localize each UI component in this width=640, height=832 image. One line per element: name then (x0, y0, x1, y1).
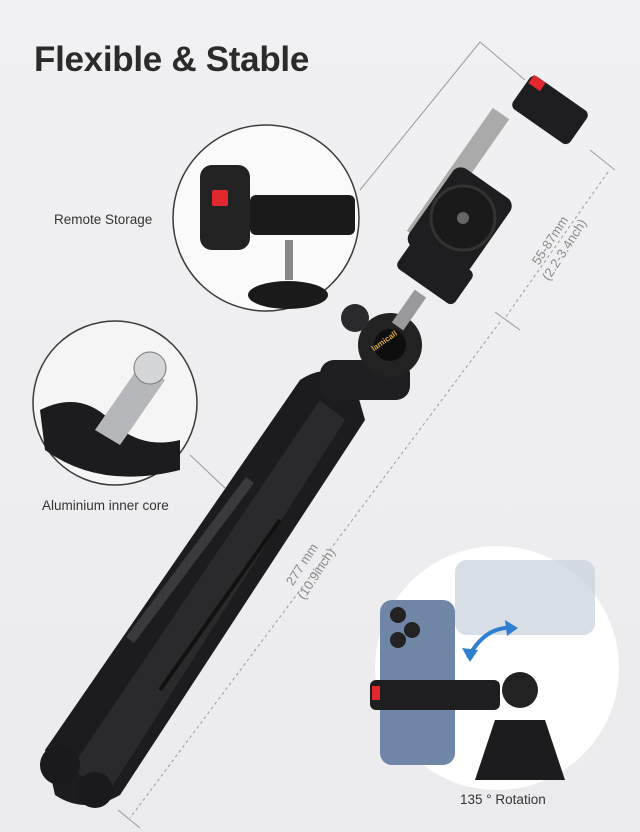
remote-storage-detail (172, 124, 360, 312)
phone-rotated-ghost (455, 560, 595, 635)
dimension-lines (117, 41, 616, 829)
tripod-legs (40, 371, 365, 808)
page-title: Flexible & Stable (34, 40, 309, 79)
ball-head: lamicall (320, 289, 427, 400)
remote-storage-label: Remote Storage (54, 212, 153, 227)
aluminium-core-label: Aluminium inner core (42, 498, 169, 513)
rotation-detail (370, 546, 619, 790)
aluminium-core-detail (32, 320, 198, 486)
rotation-label: 135 ° Rotation (460, 792, 546, 807)
phone-clamp (397, 74, 588, 305)
